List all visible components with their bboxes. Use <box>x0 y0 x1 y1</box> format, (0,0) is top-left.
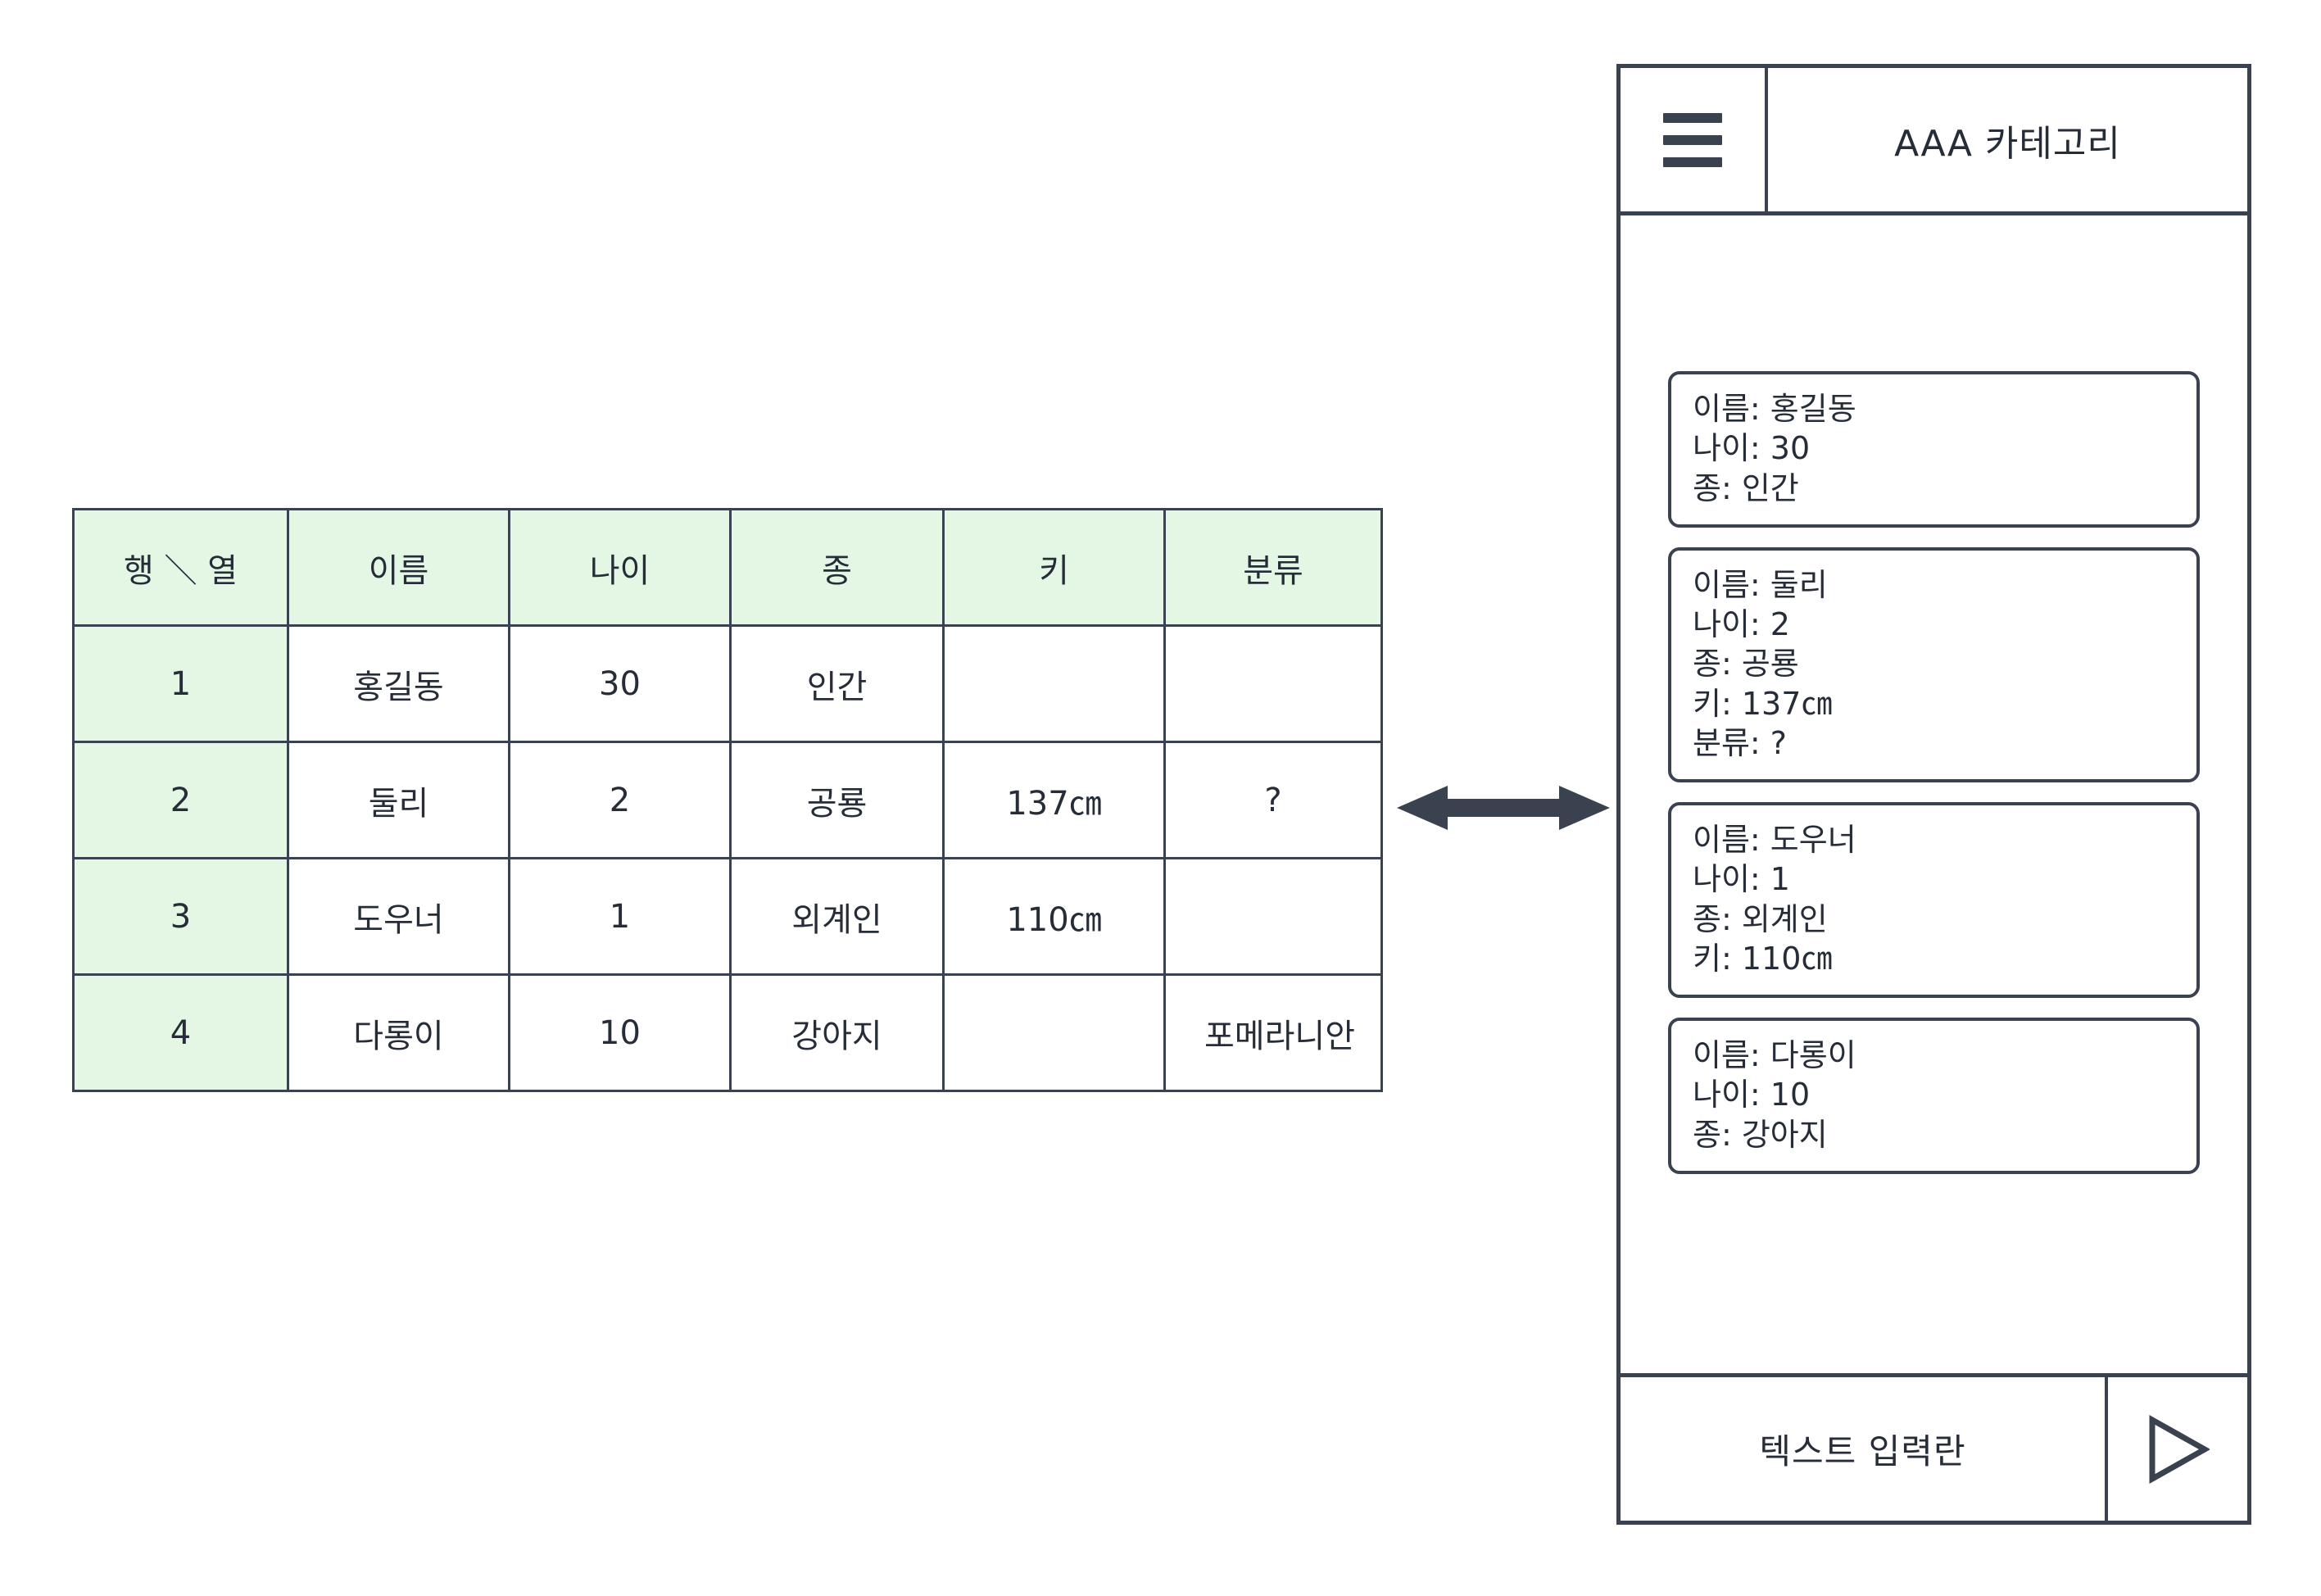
hamburger-menu-button[interactable] <box>1621 68 1768 211</box>
row-index-cell: 3 <box>72 857 289 976</box>
list-item[interactable]: 이름: 홍길동 나이: 30 종: 인간 <box>1668 371 2200 528</box>
hamburger-bar-3 <box>1663 156 1722 167</box>
table-row: 3 도우너 1 외계인 110㎝ <box>72 857 1383 976</box>
cell-category <box>1163 857 1383 976</box>
phone-app-bar: AAA 카테고리 <box>1621 68 2247 215</box>
table-row: 1 홍길동 30 인간 <box>72 624 1383 743</box>
data-table: 행 ＼ 열 이름 나이 종 키 분류 1 홍길동 30 인간 <box>72 508 1383 1092</box>
cell-category-text: 포메라니안 <box>1204 1017 1355 1055</box>
table-header-cell-height: 키 <box>942 508 1166 627</box>
card-line-name: 이름: 홍길동 <box>1693 391 1856 427</box>
cell-category: ? <box>1163 741 1383 859</box>
text-input-field[interactable]: 텍스트 입력란 <box>1621 1377 2108 1521</box>
cell-age: 2 <box>508 741 732 859</box>
cell-height: 110㎝ <box>942 857 1166 976</box>
cell-name: 도우너 <box>287 857 510 976</box>
table-header-cell-rowcol: 행 ＼ 열 <box>72 508 289 627</box>
card-line-species: 종: 외계인 <box>1693 900 1828 937</box>
card-line-age: 나이: 10 <box>1693 1077 1811 1113</box>
cell-age: 1 <box>508 857 732 976</box>
cell-category: 포메라니안 <box>1163 973 1383 1092</box>
table-header-cell-name: 이름 <box>287 508 510 627</box>
card-line-category: 분류: ? <box>1693 724 1787 761</box>
hamburger-bar-2 <box>1663 134 1722 145</box>
cell-height <box>942 624 1166 743</box>
table-row: 4 다롱이 10 강아지 포메라니안 <box>72 973 1383 1092</box>
card-list[interactable]: 이름: 홍길동 나이: 30 종: 인간 이름: 둘리 나이: 2 종: 공룡 … <box>1621 220 2247 1375</box>
send-button[interactable] <box>2108 1377 2247 1521</box>
cell-name: 홍길동 <box>287 624 510 743</box>
list-item[interactable]: 이름: 다롱이 나이: 10 종: 강아지 <box>1668 1018 2200 1174</box>
cell-name: 다롱이 <box>287 973 510 1092</box>
list-item[interactable]: 이름: 도우너 나이: 1 종: 외계인 키: 110㎝ <box>1668 802 2200 998</box>
data-table-container: 행 ＼ 열 이름 나이 종 키 분류 1 홍길동 30 인간 <box>72 508 1383 1092</box>
cell-age: 10 <box>508 973 732 1092</box>
table-header-cell-species: 종 <box>729 508 945 627</box>
card-line-age: 나이: 2 <box>1693 606 1790 642</box>
phone-mockup: AAA 카테고리 이름: 홍길동 나이: 30 종: 인간 이름: 둘리 나이:… <box>1616 64 2251 1525</box>
list-item[interactable]: 이름: 둘리 나이: 2 종: 공룡 키: 137㎝ 분류: ? <box>1668 546 2200 782</box>
card-line-species: 종: 공룡 <box>1693 646 1799 682</box>
row-index-cell: 4 <box>72 973 289 1092</box>
cell-age: 30 <box>508 624 732 743</box>
card-line-height: 키: 137㎝ <box>1693 685 1833 722</box>
cell-species: 강아지 <box>729 973 945 1092</box>
cell-category <box>1163 624 1383 743</box>
table-row: 2 둘리 2 공룡 137㎝ ? <box>72 741 1383 859</box>
card-line-species: 종: 강아지 <box>1693 1116 1828 1153</box>
cell-species: 외계인 <box>729 857 945 976</box>
card-line-name: 이름: 도우너 <box>1693 822 1856 858</box>
card-line-name: 이름: 둘리 <box>1693 566 1828 603</box>
hamburger-menu-icon <box>1663 112 1722 167</box>
card-line-name: 이름: 다롱이 <box>1693 1037 1856 1073</box>
cell-species: 공룡 <box>729 741 945 859</box>
double-arrow-horizontal-icon <box>1397 786 1610 830</box>
card-line-species: 종: 인간 <box>1693 469 1799 506</box>
cell-height <box>942 973 1166 1092</box>
card-line-age: 나이: 30 <box>1693 430 1811 467</box>
row-index-cell: 1 <box>72 624 289 743</box>
app-bar-title: AAA 카테고리 <box>1894 122 2121 165</box>
row-index-cell: 2 <box>72 741 289 859</box>
card-line-height: 키: 110㎝ <box>1693 940 1833 977</box>
card-line-age: 나이: 1 <box>1693 861 1790 898</box>
hamburger-bar-1 <box>1663 112 1722 123</box>
send-triangle-icon <box>2149 1414 2210 1484</box>
table-header-cell-category: 분류 <box>1163 508 1383 627</box>
cell-height: 137㎝ <box>942 741 1166 859</box>
cell-name: 둘리 <box>287 741 510 859</box>
table-header-cell-age: 나이 <box>508 508 732 627</box>
table-header-row: 행 ＼ 열 이름 나이 종 키 분류 <box>72 508 1383 627</box>
cell-species: 인간 <box>729 624 945 743</box>
message-input-bar: 텍스트 입력란 <box>1621 1373 2247 1521</box>
